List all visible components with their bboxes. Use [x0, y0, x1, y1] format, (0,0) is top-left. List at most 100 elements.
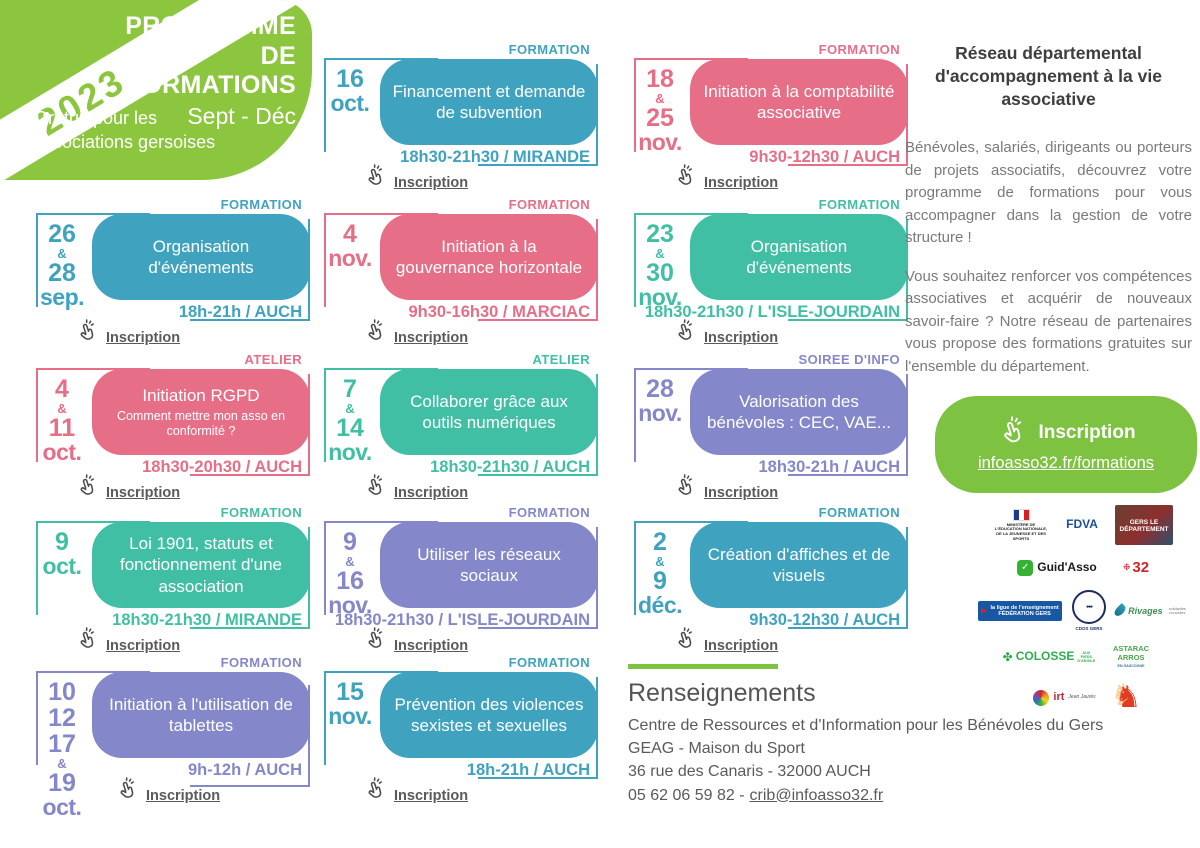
contact-address-1: GEAG - Maison du Sport — [628, 740, 805, 758]
card-time-location: 9h30-12h30 / AUCH — [749, 148, 900, 166]
contact-email-link[interactable]: crib@infoasso32.fr — [749, 786, 884, 804]
hand-click-icon — [668, 315, 702, 349]
hand-click-icon — [358, 315, 392, 349]
green-divider — [628, 664, 778, 669]
inscription-link[interactable]: Inscription — [672, 474, 778, 501]
card-title: Financement et demande de subvention — [380, 59, 598, 145]
card-type-label: SOIREE D'INFO — [798, 352, 900, 367]
frame-bracket-topleft — [36, 521, 150, 615]
hand-click-icon — [70, 623, 104, 657]
inscription-label: Inscription — [106, 330, 181, 346]
frame-bracket-topleft — [324, 213, 438, 307]
card-title: Initiation RGPD Comment mettre mon asso … — [92, 369, 310, 455]
inscription-label: Inscription — [106, 638, 181, 654]
inscription-link[interactable]: Inscription — [362, 777, 468, 804]
frame-bracket-topleft — [324, 368, 438, 462]
inscription-label: Inscription — [394, 175, 469, 191]
tagline: Gratuit pour les associations gersoises — [34, 108, 216, 153]
inscription-label: Inscription — [394, 330, 469, 346]
ligue-logo-label: la ligue de l'enseignement FÉDÉRATION GE… — [990, 604, 1059, 617]
card-title-text: Initiation RGPD — [142, 385, 260, 405]
inscription-link[interactable]: Inscription — [672, 627, 778, 654]
contact-address-2: 36 rue des Canaris - 32000 AUCH — [628, 763, 871, 781]
page-title: PROGRAMME DE FORMATIONS Sept - Déc — [86, 12, 296, 130]
inscription-label: Inscription — [146, 788, 221, 804]
guidasso-logo-icon: ✓ — [1017, 559, 1034, 576]
inscription-link[interactable]: Inscription — [362, 319, 468, 346]
fdva-logo-label: FDVA — [1066, 517, 1098, 532]
inscription-link[interactable]: Inscription — [362, 164, 468, 191]
card-title-text: Organisation d'événements — [148, 236, 254, 277]
contact-org: Centre de Ressources et d'Information po… — [628, 717, 1104, 734]
hand-click-icon — [358, 470, 392, 504]
title-subtitle: Sept - Déc — [187, 102, 296, 129]
hand-click-icon — [668, 623, 702, 657]
inscription-link[interactable]: Inscription — [362, 474, 468, 501]
inscription-link[interactable]: Inscription — [74, 474, 180, 501]
card-title-subtext: Comment mettre mon asso en conformité ? — [116, 409, 286, 439]
partner-logo-gers: GERS LE DÉPARTEMENT — [1115, 505, 1173, 545]
inscription-link[interactable]: Inscription — [74, 627, 180, 654]
cta-url-link[interactable]: infoasso32.fr/formations — [977, 454, 1155, 472]
hand-click-icon — [668, 160, 702, 194]
card-time-location: 18h30-21h30 / L'ISLE-JOURDAIN — [334, 611, 590, 629]
inscription-link[interactable]: Inscription — [362, 627, 468, 654]
card-type-label: FORMATION — [508, 655, 590, 670]
cdos-logo-label: CDOS GERS — [1075, 626, 1103, 632]
card-title-text: Prévention des violences sexistes et sex… — [394, 694, 584, 735]
title-line1: PROGRAMME — [125, 12, 296, 40]
card-time-location: 9h-12h / AUCH — [188, 761, 302, 779]
frame-bracket-topleft — [36, 671, 150, 765]
asso32-logo-icon: ❉ — [1122, 562, 1131, 573]
partner-logo-guidasso: ✓Guid'Asso — [1009, 559, 1105, 576]
hand-click-icon — [358, 623, 392, 657]
partner-logo-fdva: FDVA — [1059, 517, 1105, 532]
inscription-label: Inscription — [704, 330, 779, 346]
cta-label: Inscription — [1038, 422, 1136, 443]
card-type-label: FORMATION — [508, 505, 590, 520]
jaures-logo-label: irt — [1053, 691, 1065, 704]
inscription-link[interactable]: Inscription — [74, 319, 180, 346]
card-title-text: Initiation à la gouvernance horizontale — [395, 236, 583, 277]
contact-title: Renseignements — [628, 679, 816, 707]
card-title-text: Loi 1901, statuts et fonctionnement d'un… — [119, 534, 283, 596]
card-type-label: FORMATION — [818, 197, 900, 212]
inscription-link[interactable]: Inscription — [672, 319, 778, 346]
colosse-logo-label: COLOSSE — [1015, 649, 1075, 664]
inscription-link[interactable]: Inscription — [114, 777, 220, 804]
card-time-location: 9h30-12h30 / AUCH — [749, 611, 900, 629]
inscription-label: Inscription — [704, 175, 779, 191]
frame-bracket-topleft — [634, 368, 748, 462]
inscription-cta-button[interactable]: Inscription infoasso32.fr/formations — [935, 396, 1197, 493]
asso32-logo-label: 32 — [1132, 559, 1150, 576]
card-time-location: 18h30-21h30 / AUCH — [430, 458, 590, 476]
partner-logos: MINISTÈRE DE L'ÉDUCATION NATIONALE, DE L… — [966, 505, 1200, 713]
card-title: Loi 1901, statuts et fonctionnement d'un… — [92, 522, 310, 608]
frame-bracket-topleft — [634, 213, 748, 307]
hand-click-icon — [110, 773, 144, 807]
hand-click-icon — [70, 315, 104, 349]
card-title-text: Valorisation des bénévoles : CEC, VAE... — [707, 391, 891, 432]
frame-bracket-topleft — [324, 671, 438, 765]
card-title-text: Organisation d'événements — [746, 236, 852, 277]
inscription-link[interactable]: Inscription — [672, 164, 778, 191]
card-title: Initiation à la gouvernance horizontale — [380, 214, 598, 300]
card-title: Prévention des violences sexistes et sex… — [380, 672, 598, 758]
card-type-label: FORMATION — [818, 42, 900, 57]
frame-bracket-topleft — [36, 368, 150, 462]
